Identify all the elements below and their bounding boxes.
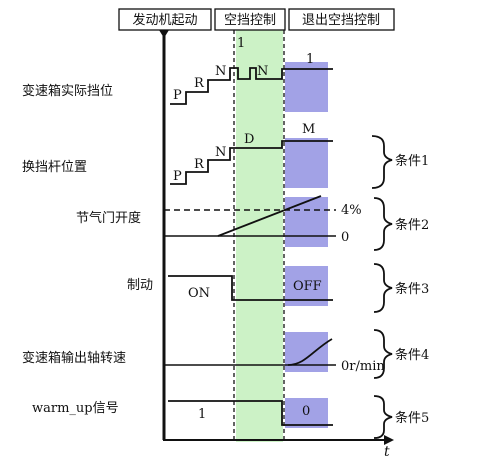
exit-neutral-control-label: 退出空挡控制 xyxy=(302,13,380,28)
time-axis-arrow-icon xyxy=(384,435,394,445)
brake-signal xyxy=(168,275,333,301)
gear-step-r: R xyxy=(194,76,205,91)
condition-2-brace xyxy=(373,197,393,251)
gear-step-n: N xyxy=(215,64,226,79)
condition-1-brace xyxy=(371,135,393,189)
exit-block-speed xyxy=(285,332,328,372)
gear-step-p: P xyxy=(173,88,182,103)
throttle-threshold-value: 4% xyxy=(341,203,362,218)
warmup-signal xyxy=(168,400,333,426)
lever-step-p: P xyxy=(173,169,182,184)
exit-block-gear xyxy=(285,62,328,112)
engine-start-label: 发动机起动 xyxy=(132,12,197,28)
gear-neutral-mark-n: N xyxy=(257,64,268,79)
throttle-zero-value: 0 xyxy=(341,230,349,245)
gear-after-value: 1 xyxy=(306,52,314,67)
warmup-during-value: 1 xyxy=(198,407,206,422)
condition-4-brace xyxy=(373,329,393,379)
condition-2-label: 条件2 xyxy=(395,217,429,233)
engine-start-marker-icon xyxy=(159,30,169,38)
condition-3-label: 条件3 xyxy=(395,281,429,297)
exit-block-throttle xyxy=(285,197,328,247)
engine-start-box xyxy=(118,8,212,31)
neutral-control-label: 空挡控制 xyxy=(224,13,276,28)
output-speed-label: 变速箱输出轴转速 xyxy=(22,350,126,366)
gearbox-gear-signal xyxy=(170,67,333,105)
brake-label: 制动 xyxy=(127,278,153,293)
condition-5-label: 条件5 xyxy=(395,410,429,426)
throttle-ramp-signal xyxy=(217,195,322,237)
output-speed-value: 0r/min xyxy=(341,359,385,374)
lever-after-value: M xyxy=(302,122,315,137)
condition-3-brace xyxy=(373,263,393,313)
exit-neutral-control-box xyxy=(288,8,395,31)
lever-step-n: N xyxy=(215,145,226,160)
warmup-label: warm_up信号 xyxy=(32,401,119,416)
exit-control-band-blocks xyxy=(285,62,328,428)
throttle-label: 节气门开度 xyxy=(76,210,141,226)
neutral-control-box xyxy=(214,8,286,31)
shift-lever-label: 换挡杆位置 xyxy=(22,160,87,175)
condition-4-label: 条件4 xyxy=(395,347,429,363)
shift-lever-signal xyxy=(170,140,333,185)
warmup-after-value: 0 xyxy=(302,404,310,419)
output-speed-rise-signal xyxy=(287,338,333,366)
exit-block-warmup xyxy=(285,398,328,428)
brake-on-value: ON xyxy=(188,286,210,301)
brake-off-value: OFF xyxy=(293,279,322,294)
time-axis-label: t xyxy=(384,444,390,460)
gearbox-gear-label: 变速箱实际挡位 xyxy=(22,83,113,99)
condition-5-brace xyxy=(373,395,393,439)
condition-1-label: 条件1 xyxy=(395,153,429,169)
lever-during-value: D xyxy=(244,132,254,147)
exit-block-lever xyxy=(285,138,328,188)
lever-step-r: R xyxy=(194,157,205,172)
gear-neutral-mark-1: 1 xyxy=(237,36,245,51)
